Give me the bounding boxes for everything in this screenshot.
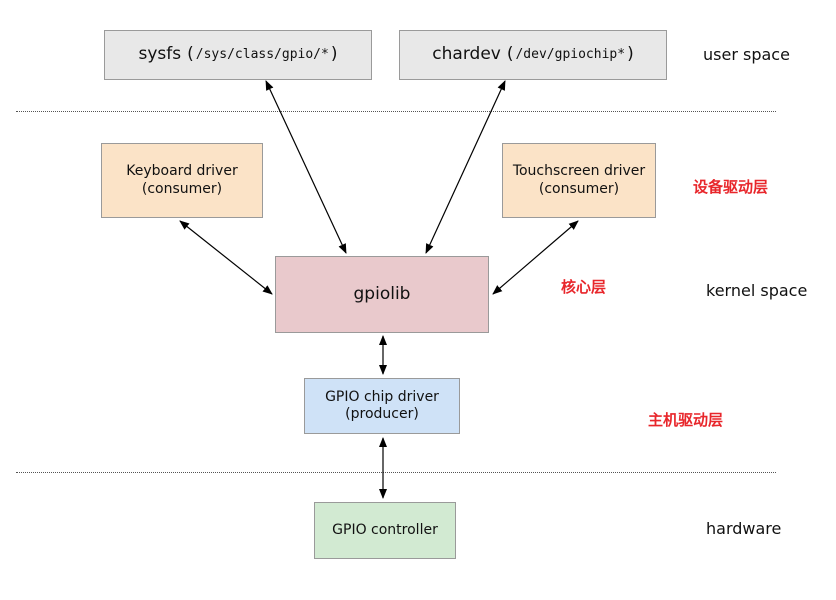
chardev-path: /dev/gpiochip* bbox=[515, 46, 626, 62]
device-driver-layer-label: 设备驱动层 bbox=[693, 178, 769, 196]
sysfs-path: /sys/class/gpio/* bbox=[195, 46, 329, 62]
gpio-chip-driver-role: (producer) bbox=[345, 406, 419, 422]
core-layer-label: 核心层 bbox=[561, 278, 607, 296]
kernel-hardware-divider bbox=[16, 472, 776, 473]
touchscreen-driver-box: Touchscreen driver (consumer) bbox=[502, 143, 656, 218]
sysfs-box: sysfs ( /sys/class/gpio/* ) bbox=[104, 30, 372, 80]
keyboard-driver-box: Keyboard driver (consumer) bbox=[101, 143, 263, 218]
gpio-controller-label: GPIO controller bbox=[332, 521, 438, 538]
chardev-box: chardev ( /dev/gpiochip* ) bbox=[399, 30, 667, 80]
hardware-label: hardware bbox=[706, 519, 782, 538]
sysfs-label: sysfs bbox=[138, 44, 182, 65]
chardev-label: chardev bbox=[432, 44, 501, 65]
arrow-sysfs-gpiolib bbox=[265, 80, 347, 254]
kernel-space-label: kernel space bbox=[706, 281, 808, 300]
user-kernel-divider bbox=[16, 111, 776, 112]
gpiolib-box: gpiolib bbox=[275, 256, 489, 333]
arrow-keyboard-gpiolib bbox=[179, 220, 273, 295]
gpio-chip-driver-title: GPIO chip driver bbox=[325, 388, 439, 405]
gpiolib-label: gpiolib bbox=[353, 283, 411, 304]
keyboard-driver-role: (consumer) bbox=[141, 180, 223, 197]
gpio-controller-box: GPIO controller bbox=[314, 502, 456, 559]
arrow-chardev-gpiolib bbox=[425, 80, 506, 254]
keyboard-driver-title: Keyboard driver bbox=[126, 163, 238, 179]
arrow-touchscreen-gpiolib bbox=[492, 220, 579, 295]
touchscreen-driver-role: (consumer) bbox=[538, 180, 620, 197]
gpio-chip-driver-box: GPIO chip driver (producer) bbox=[304, 378, 460, 434]
host-driver-layer-label: 主机驱动层 bbox=[648, 411, 724, 429]
touchscreen-driver-title: Touchscreen driver bbox=[512, 163, 646, 179]
user-space-label: user space bbox=[703, 45, 790, 64]
